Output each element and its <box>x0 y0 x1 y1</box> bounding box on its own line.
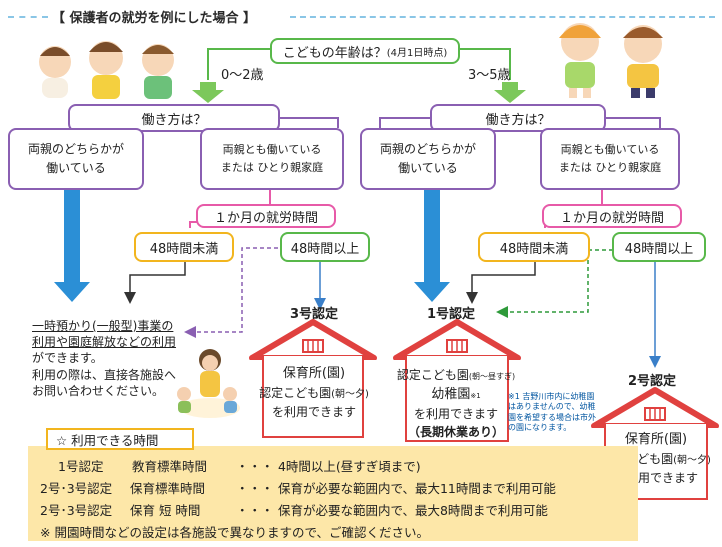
hours-question-right: １か月の就労時間 <box>542 204 682 228</box>
page-title: 【 保護者の就労を例にした場合 】 <box>52 11 257 26</box>
branch-line-left <box>207 48 272 80</box>
hours-over-right: 48時間以上 <box>612 232 706 262</box>
hours-row-1: 1号認定 教育標準時間 ・・・ 4時間以上(昼すぎ頃まで) <box>58 459 421 474</box>
branch-line-right <box>458 48 511 80</box>
children-illustration-right <box>559 23 663 98</box>
hours-under-right: 48時間未満 <box>478 232 590 262</box>
cert3-text: 保育所(園) 認定こども園(朝〜夕) を利用できます <box>259 366 369 419</box>
connector-dashed-purple <box>184 247 278 338</box>
age-label-left: 0〜2歳 <box>221 68 264 83</box>
cert2-label: 2号認定 <box>628 374 677 389</box>
green-arrow-right <box>494 82 526 103</box>
answer-either-left: 両親のどちらかが 働いている <box>8 128 144 190</box>
connector-under-left <box>124 262 186 304</box>
cert1-footnote: ※1 吉野川市内に幼稚園はありませんので、幼稚園を希望する場合は市外の園になりま… <box>508 392 596 433</box>
connector-dashed-green <box>496 249 620 318</box>
blue-arrow-left <box>54 190 90 302</box>
hours-over-left: 48時間以上 <box>280 232 370 262</box>
hours-info-heading: ☆ 利用できる時間 <box>46 428 194 450</box>
cert3-label: 3号認定 <box>290 307 339 322</box>
hours-row-2: 2号･3号認定 保育標準時間 ・・・ 保育が必要な範囲内で、最大11時間まで利用… <box>40 481 556 496</box>
hours-row-3: 2号･3号認定 保育 短 時間 ・・・ 保育が必要な範囲内で、最大8時間まで利用… <box>40 503 548 518</box>
children-illustration-left <box>39 41 174 99</box>
answer-either-right: 両親のどちらかが 働いている <box>360 128 496 190</box>
hours-question-left: １か月の就労時間 <box>196 204 336 228</box>
cert1-text: 認定こども園(朝〜昼すぎ) 幼稚園※1 を利用できます （長期休業あり） <box>396 368 516 440</box>
temporary-care-text: 一時預かり(一般型)事業の 利用や園庭解放などの利用 ができます。 利用の際は、… <box>32 319 177 398</box>
blue-arrow-right <box>414 190 450 302</box>
answer-both-left: 両親とも働いている または ひとり親家庭 <box>200 128 344 190</box>
cert1-house-roof <box>393 319 521 360</box>
header-dash-left <box>8 16 48 18</box>
hours-info-panel <box>28 446 638 541</box>
answer-both-right: 両親とも働いている または ひとり親家庭 <box>540 128 680 190</box>
cert3-house-roof <box>249 319 377 360</box>
cert2-house-roof <box>591 387 719 428</box>
cert3-house-body <box>262 356 364 438</box>
hours-note: ※ 開園時間などの設定は各施設で異なりますので、ご確認ください。 <box>40 525 429 540</box>
age-question-note: (4月1日時点) <box>386 47 448 59</box>
green-arrow-left <box>192 82 224 103</box>
header-dash-right <box>290 16 715 18</box>
age-label-right: 3〜5歳 <box>468 68 511 83</box>
mother-children-illustration <box>177 349 240 418</box>
age-question-text: こどもの年齢は？ <box>282 45 387 61</box>
hours-under-left: 48時間未満 <box>134 232 234 262</box>
cert1-label: 1号認定 <box>427 307 476 322</box>
work-question-right: 働き方は？ <box>430 104 606 132</box>
age-question-box: こどもの年齢は？(4月1日時点) <box>270 38 460 64</box>
cert1-house-body <box>405 356 509 442</box>
work-question-left: 働き方は？ <box>68 104 280 132</box>
